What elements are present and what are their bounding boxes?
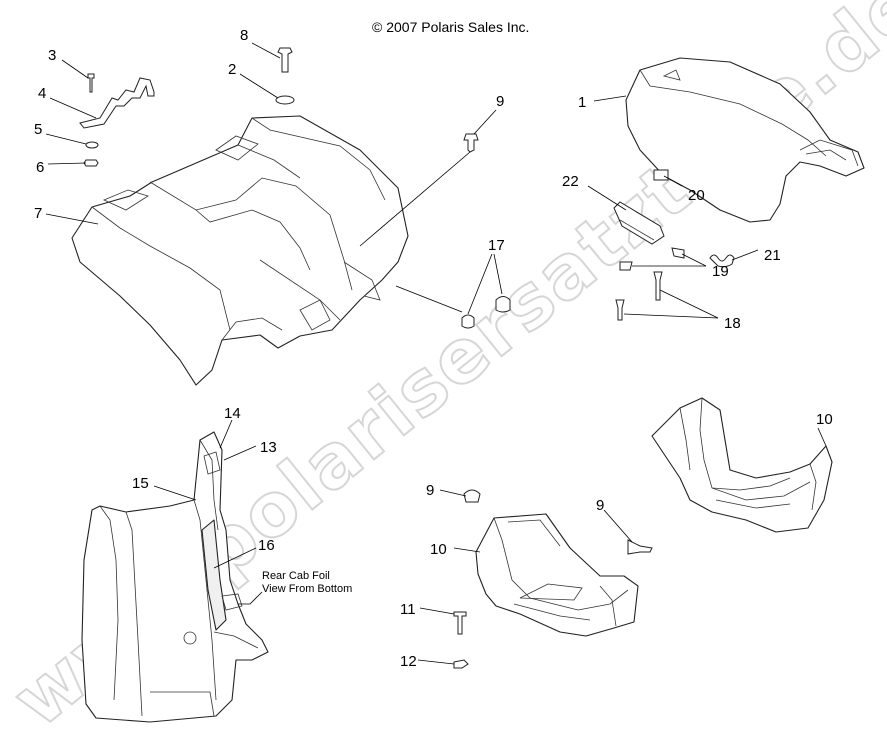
nut-item-12 xyxy=(453,659,469,669)
grommet-item-17a xyxy=(461,314,475,329)
callout-9-mid: 9 xyxy=(426,482,434,499)
washer-item-5 xyxy=(85,141,99,149)
callout-9-top: 9 xyxy=(496,93,504,110)
callout-4: 4 xyxy=(38,85,46,102)
seat-latch-hardware xyxy=(613,201,735,321)
callout-9-right: 9 xyxy=(596,497,604,514)
screw-item-3 xyxy=(87,73,95,93)
footwell-left-part xyxy=(453,489,653,669)
bolt-item-8 xyxy=(277,47,293,73)
push-rivet-item-9-right xyxy=(627,539,653,555)
nut-item-6 xyxy=(83,159,99,167)
leader-lines xyxy=(45,42,827,665)
callout-6: 6 xyxy=(36,159,44,176)
callout-22: 22 xyxy=(562,173,579,190)
callout-15: 15 xyxy=(132,475,149,492)
callout-19: 19 xyxy=(712,263,729,280)
clip-item-19b xyxy=(619,261,633,271)
callout-21: 21 xyxy=(764,247,781,264)
spring-item-21 xyxy=(709,254,735,268)
rear-cab-part xyxy=(71,115,409,386)
callout-1: 1 xyxy=(578,94,586,111)
rear-cab-foil-caption: Rear Cab Foil View From Bottom xyxy=(262,570,352,595)
callout-8: 8 xyxy=(240,27,248,44)
push-rivet-item-9-mid xyxy=(463,489,481,503)
footwell-right-part xyxy=(651,397,833,533)
pin-item-18a xyxy=(653,271,663,301)
rod-item-4 xyxy=(79,77,155,129)
seat-bumper-item-20 xyxy=(653,169,669,181)
callout-12: 12 xyxy=(400,653,417,670)
callout-3: 3 xyxy=(48,47,56,64)
callout-5: 5 xyxy=(34,121,42,138)
callout-18: 18 xyxy=(724,315,741,332)
rear-cab-foil-part xyxy=(81,431,269,723)
callout-10-left: 10 xyxy=(430,541,447,558)
caption-line-2: View From Bottom xyxy=(262,583,352,595)
callout-labels: 1 2 3 4 5 6 7 8 9 17 22 20 21 19 18 14 1… xyxy=(34,27,833,670)
callout-10-right: 10 xyxy=(816,411,833,428)
grommet-item-17b xyxy=(495,296,511,313)
callout-14: 14 xyxy=(224,405,241,422)
push-rivet-item-9-top xyxy=(463,133,479,153)
callout-7: 7 xyxy=(34,205,42,222)
callout-2: 2 xyxy=(228,61,236,78)
callout-16: 16 xyxy=(258,537,275,554)
latch-bracket-item-22 xyxy=(613,201,665,245)
clip-item-19a xyxy=(671,247,685,259)
callout-17: 17 xyxy=(488,237,505,254)
callout-13: 13 xyxy=(260,439,277,456)
copyright-text: © 2007 Polaris Sales Inc. xyxy=(372,19,529,35)
pin-item-18b xyxy=(615,299,625,321)
bolt-item-11 xyxy=(453,611,467,635)
callout-11: 11 xyxy=(400,601,416,618)
rear-cab-hardware xyxy=(79,47,511,329)
caption-line-1: Rear Cab Foil xyxy=(262,570,330,582)
washer-item-2 xyxy=(275,95,295,105)
callout-20: 20 xyxy=(688,187,705,204)
